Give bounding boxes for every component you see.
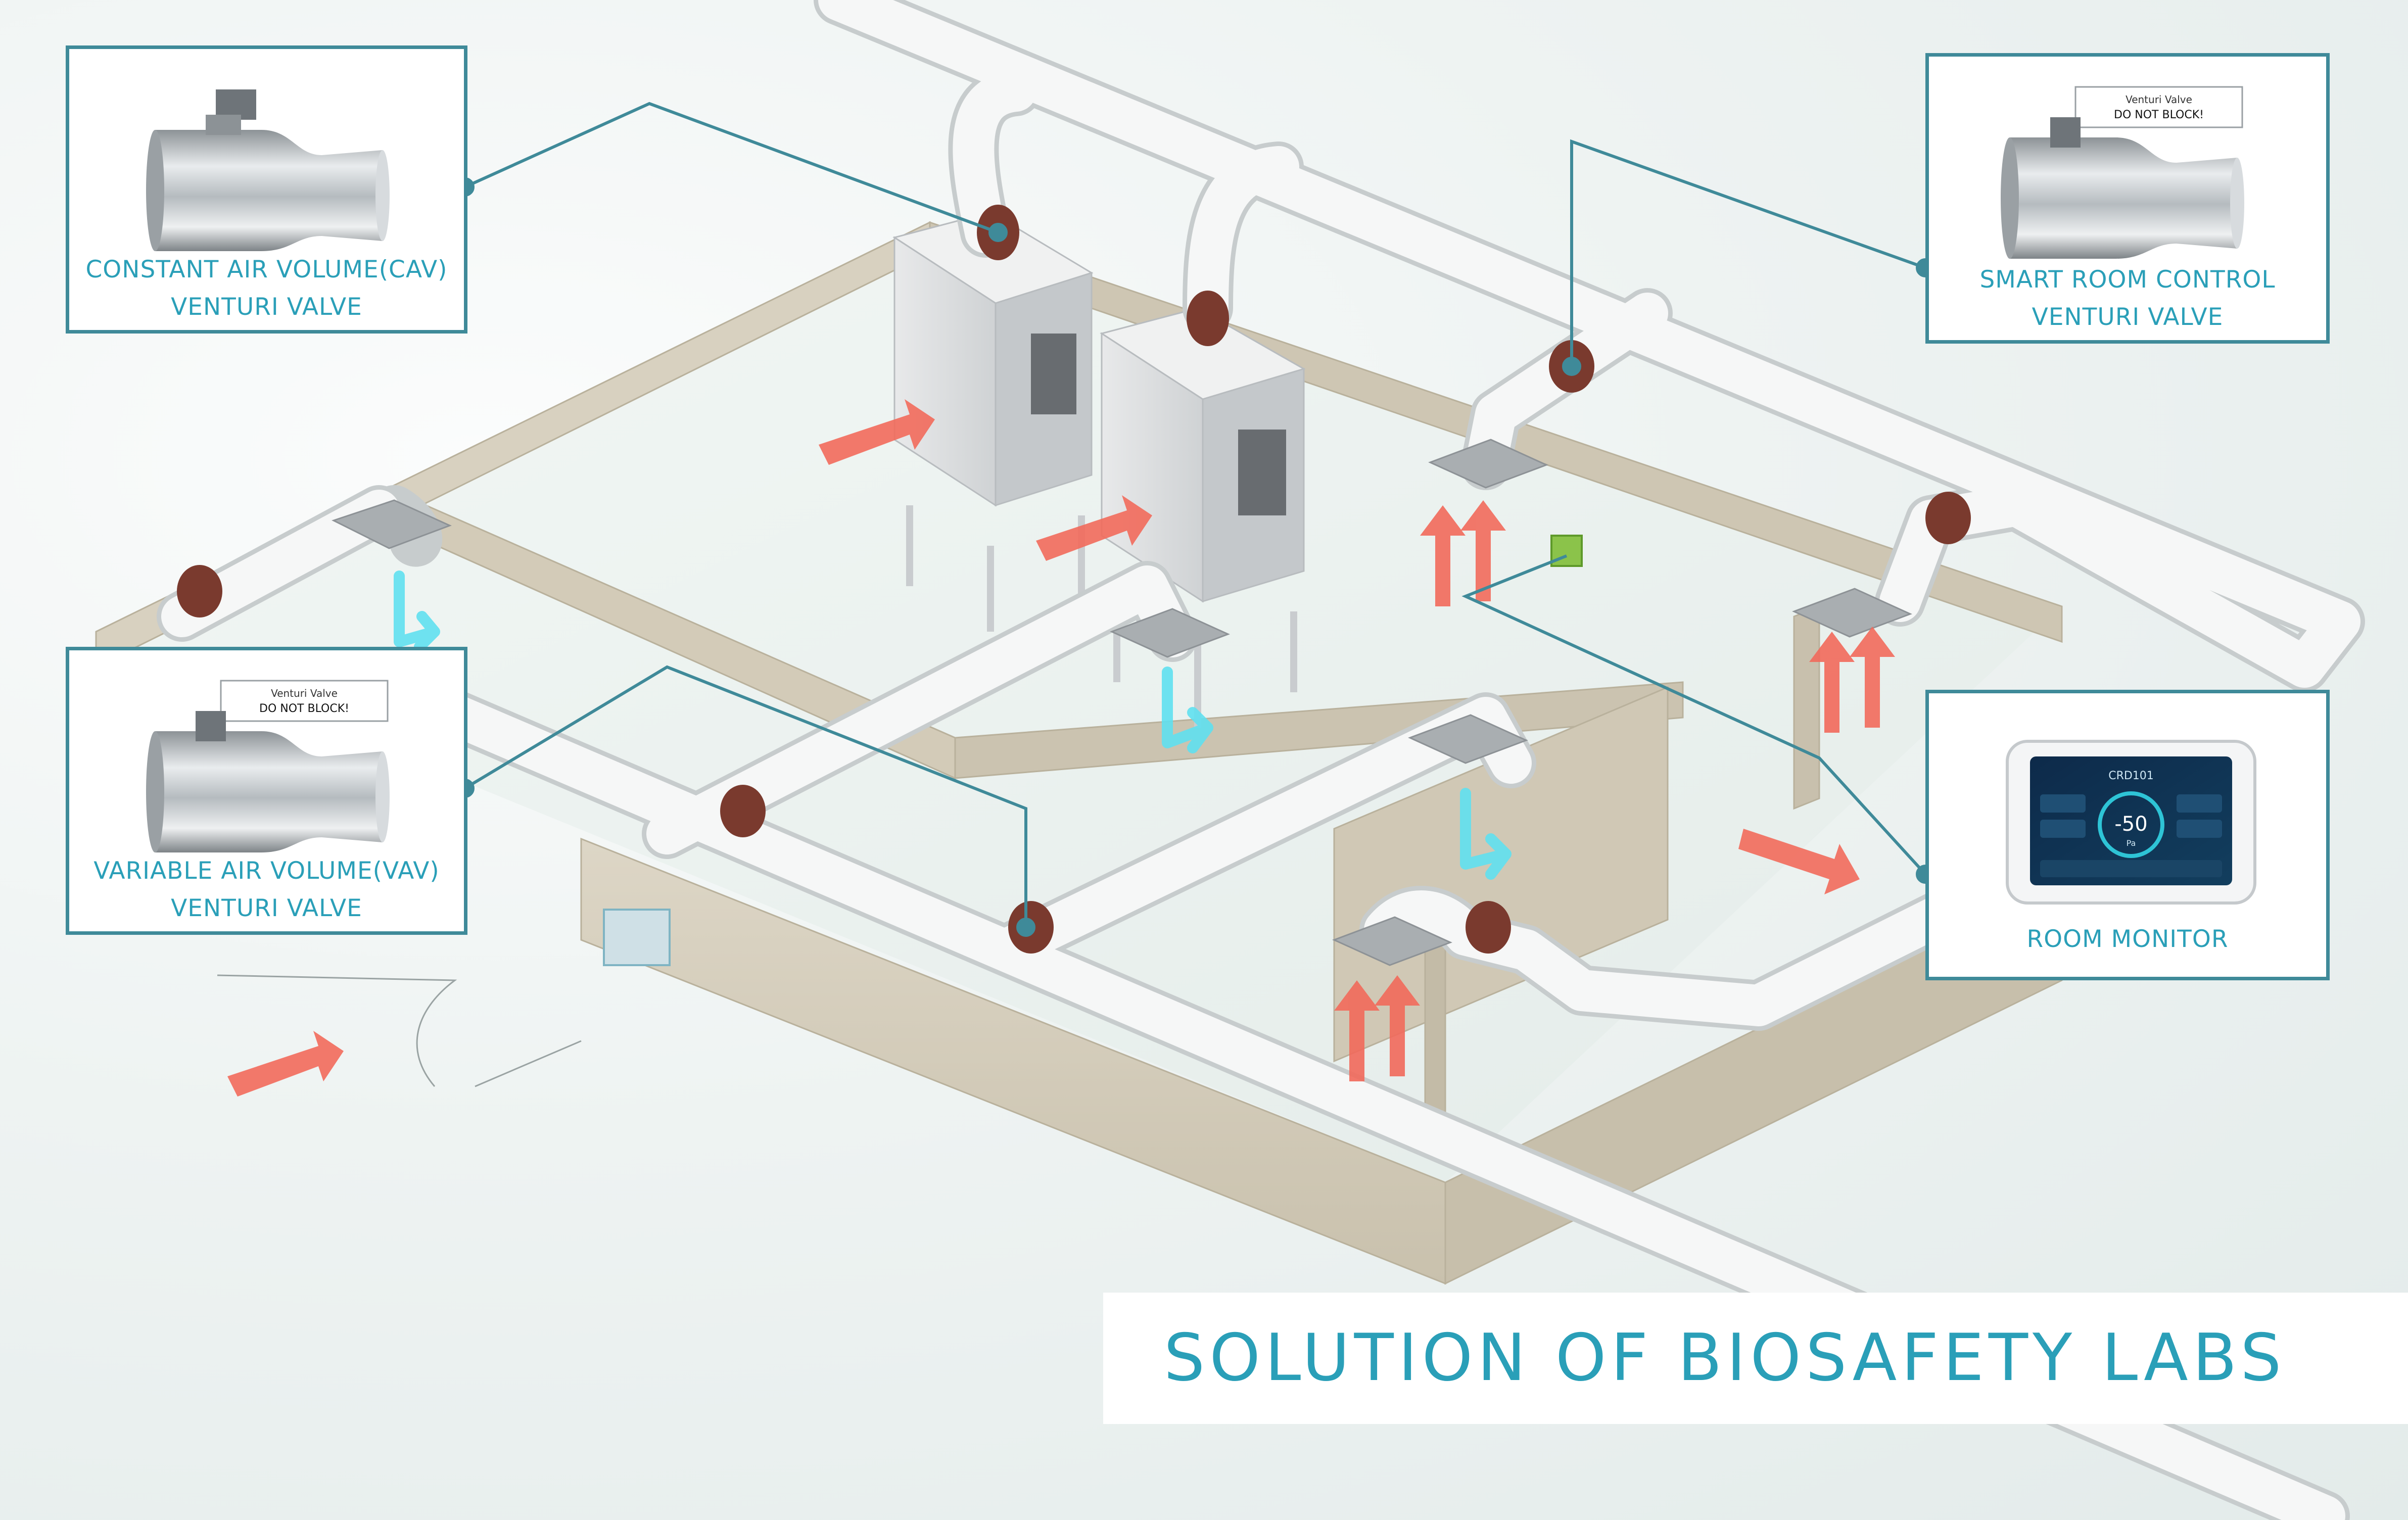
callout-room-monitor: CRD101 -50 Pa ROOM MONITOR (1925, 690, 2330, 980)
valve-tag-line1: Venturi Valve (2126, 93, 2192, 106)
supply-air-arrow-icon (1460, 500, 1506, 601)
supply-air-arrow-icon (1850, 627, 1895, 728)
callout-cav-line1: CONSTANT AIR VOLUME(CAV) (85, 256, 448, 283)
duct-valves (177, 205, 1971, 954)
venturi-valve-icon (177, 565, 222, 618)
room-monitor-icon: CRD101 -50 Pa (2006, 740, 2256, 905)
monitor-pressure-unit: Pa (2127, 838, 2136, 848)
supply-air-arrow-icon (1375, 975, 1420, 1076)
biosafety-cabinet-2 (1100, 307, 1306, 728)
supply-air-arrow-icon (1809, 632, 1855, 733)
title-banner: SOLUTION OF BIOSAFETY LABS (1103, 1293, 2408, 1424)
exhaust-air-arrow-icon (394, 571, 440, 652)
callout-smart-valve: Venturi Valve DO NOT BLOCK! SMART ROOM C… (1925, 53, 2330, 344)
valve-tag-line1: Venturi Valve (271, 687, 338, 699)
callout-cav-valve: CONSTANT AIR VOLUME(CAV) VENTURI VALVE (66, 45, 467, 334)
callout-monitor-line1: ROOM MONITOR (2026, 925, 2229, 953)
supply-air-arrow-icon (1420, 505, 1466, 606)
valve-tag-line2: DO NOT BLOCK! (2114, 109, 2204, 121)
monitor-room-name: CRD101 (2108, 770, 2154, 782)
access-panel (603, 909, 671, 966)
supply-air-arrow-icon (1036, 495, 1152, 561)
valve-tag-line2: DO NOT BLOCK! (259, 702, 349, 715)
venturi-valve-icon: Venturi Valve DO NOT BLOCK! (146, 680, 390, 852)
venturi-valve-icon (146, 89, 390, 251)
ceiling-diffusers (332, 439, 1912, 966)
supply-air-arrows (227, 399, 1895, 1097)
monitor-pressure-value: -50 (2114, 813, 2147, 836)
callout-vav-line1: VARIABLE AIR VOLUME(VAV) (93, 857, 440, 885)
page-title: SOLUTION OF BIOSAFETY LABS (1164, 1320, 2286, 1396)
venturi-valve-icon (1925, 492, 1971, 544)
callout-smart-line2: VENTURI VALVE (2032, 303, 2224, 331)
exhaust-air-arrow-icon (1162, 667, 1213, 753)
supply-air-arrow-icon (819, 399, 935, 465)
exhaust-air-arrow-icon (1460, 788, 1512, 880)
biosafety-cabinet-1 (892, 211, 1094, 632)
lab-door (217, 974, 582, 1087)
callout-vav-line2: VENTURI VALVE (171, 894, 362, 922)
venturi-valve-icon (1466, 901, 1511, 954)
exhaust-air-arrows (394, 571, 1512, 880)
venturi-valve-icon (1187, 291, 1229, 346)
supply-air-arrow-icon (1738, 829, 1860, 894)
callout-vav-valve: Venturi Valve DO NOT BLOCK! VARIABLE AIR… (66, 647, 467, 935)
venturi-valve-icon (720, 785, 766, 837)
supply-air-arrow-icon (227, 1031, 344, 1097)
venturi-valve-icon: Venturi Valve DO NOT BLOCK! (2001, 86, 2244, 259)
supply-air-arrow-icon (1334, 980, 1380, 1081)
callout-smart-line1: SMART ROOM CONTROL (1979, 266, 2276, 294)
callout-cav-line2: VENTURI VALVE (171, 293, 362, 321)
